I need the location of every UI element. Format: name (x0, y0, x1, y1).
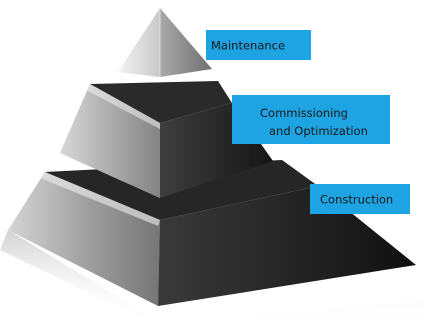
label-commissioning: Commissioning and Optimization (232, 95, 390, 144)
ground-shadow (0, 230, 424, 327)
tier-middle-ledge-highlight (86, 84, 160, 129)
label-construction: Construction (310, 184, 410, 214)
label-construction-text: Construction (320, 193, 393, 207)
tier-top-left-face (118, 8, 160, 77)
label-commissioning-text-line1: Commissioning (260, 106, 348, 120)
tier-bottom-right-face (158, 186, 416, 306)
tier-top (118, 8, 212, 77)
tier-bottom-ledge-highlight (40, 172, 160, 226)
label-commissioning-box (232, 95, 390, 144)
tier-top-right-face (160, 8, 212, 77)
tier-middle-top-ledge (90, 81, 232, 123)
label-maintenance-text: Maintenance (211, 39, 285, 53)
label-maintenance: Maintenance (206, 30, 311, 60)
label-construction-box (310, 184, 410, 214)
tier-bottom (8, 160, 416, 306)
label-maintenance-box (206, 30, 311, 60)
label-commissioning-text-line2: and Optimization (269, 124, 368, 138)
